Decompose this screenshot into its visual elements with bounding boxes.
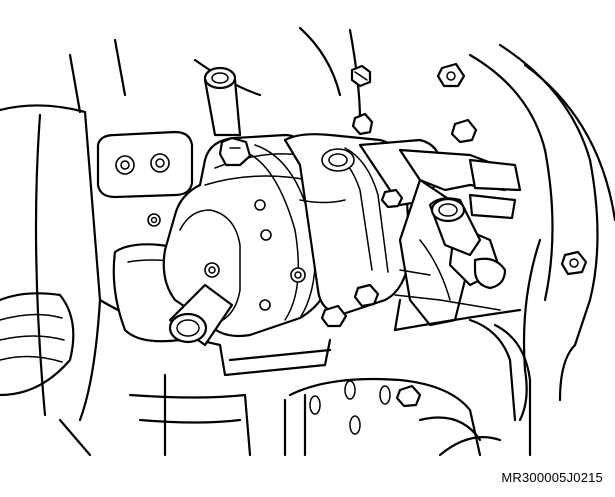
figure-code: MR300005J0215 [501,470,603,485]
actuator-linkage [358,138,522,332]
mounting-bracket [96,130,194,199]
inlet-pipe [203,66,252,167]
lower-frame [218,318,532,457]
bolt-group [320,62,588,408]
outlet-pipe [168,283,234,347]
